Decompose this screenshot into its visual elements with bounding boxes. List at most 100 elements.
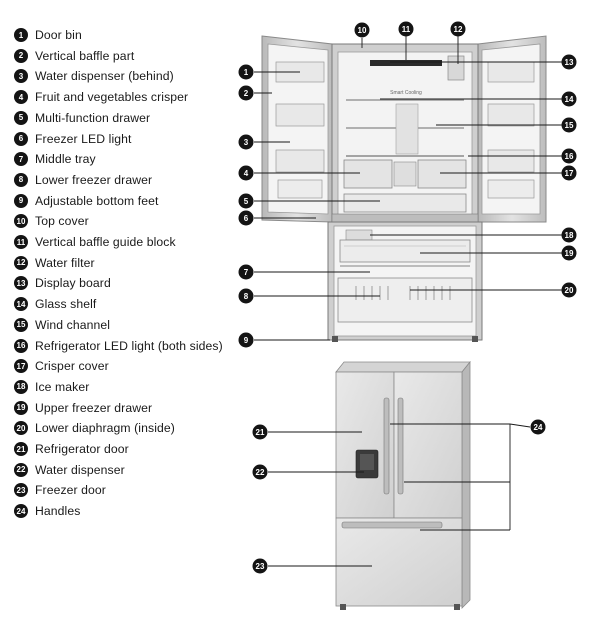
legend-number-badge: 6 xyxy=(14,131,28,146)
legend-label: Freezer door xyxy=(35,483,106,498)
svg-text:18: 18 xyxy=(565,231,574,240)
legend-item-9: 9 Adjustable bottom feet xyxy=(14,191,158,211)
callout-23: 23 xyxy=(252,558,268,574)
svg-text:22: 22 xyxy=(256,468,265,477)
legend-number-badge: 22 xyxy=(14,462,28,477)
legend-item-17: 17 Crisper cover xyxy=(14,356,109,376)
legend-number-badge: 11 xyxy=(14,235,28,249)
callout-7: 7 xyxy=(238,264,254,280)
svg-text:1: 1 xyxy=(244,68,249,77)
legend-label: Refrigerator door xyxy=(35,442,129,456)
svg-text:19: 19 xyxy=(565,249,574,258)
legend-item-15: 15 Wind channel xyxy=(14,315,110,335)
legend-label: Glass shelf xyxy=(35,297,97,312)
legend-number-badge: 1 xyxy=(14,28,28,42)
callout-10: 10 xyxy=(354,22,370,38)
legend-number-badge: 14 xyxy=(14,297,28,312)
svg-text:11: 11 xyxy=(402,25,411,34)
callout-14: 14 xyxy=(561,91,577,107)
legend-number-badge: 2 xyxy=(14,48,28,63)
legend-number-badge: 17 xyxy=(14,359,28,374)
legend-label: Water dispenser (behind) xyxy=(35,69,174,84)
legend-label: Vertical baffle part xyxy=(35,48,135,63)
legend-label: Upper freezer drawer xyxy=(35,400,153,415)
legend-label: Adjustable bottom feet xyxy=(35,193,159,208)
legend-number-badge: 8 xyxy=(14,172,28,187)
svg-text:17: 17 xyxy=(565,169,574,178)
open-fridge-illustration: Smart Cooling xyxy=(261,35,547,342)
callout-18: 18 xyxy=(561,227,577,243)
legend-label: Vertical baffle guide block xyxy=(35,235,176,249)
legend-number-badge: 9 xyxy=(14,193,28,208)
legend-label: Water filter xyxy=(35,255,95,270)
callout-22: 22 xyxy=(252,464,268,480)
legend-item-10: 10 Top cover xyxy=(14,211,89,231)
svg-text:21: 21 xyxy=(256,428,265,437)
legend-label: Handles xyxy=(35,504,81,519)
leader-lines xyxy=(254,36,562,567)
svg-text:14: 14 xyxy=(565,95,574,104)
legend-label: Top cover xyxy=(35,214,89,229)
legend-number-badge: 10 xyxy=(14,214,28,229)
legend-number-badge: 5 xyxy=(14,110,28,125)
callout-11: 11 xyxy=(398,21,414,37)
callout-6: 6 xyxy=(238,210,254,226)
callout-12: 12 xyxy=(450,21,466,37)
legend-item-2: 2 Vertical baffle part xyxy=(14,46,134,66)
svg-text:2: 2 xyxy=(244,89,249,98)
svg-text:8: 8 xyxy=(244,292,249,301)
callout-17: 17 xyxy=(561,165,577,181)
legend-number-badge: 24 xyxy=(14,504,28,519)
svg-text:24: 24 xyxy=(534,423,543,432)
svg-text:10: 10 xyxy=(358,26,367,35)
callout-2: 2 xyxy=(238,85,254,101)
callout-21: 21 xyxy=(252,424,268,440)
svg-text:20: 20 xyxy=(565,286,574,295)
closed-fridge-illustration xyxy=(335,360,471,610)
freezer-compartment xyxy=(327,221,483,342)
callout-1: 1 xyxy=(238,64,254,80)
legend-item-5: 5 Multi-function drawer xyxy=(14,108,150,128)
callout-5: 5 xyxy=(238,193,254,209)
svg-text:12: 12 xyxy=(454,25,463,34)
legend-item-11: 11 Vertical baffle guide block xyxy=(14,232,176,252)
legend-number-badge: 4 xyxy=(14,90,28,105)
legend-number-badge: 19 xyxy=(14,400,28,415)
svg-text:4: 4 xyxy=(244,169,249,178)
callout-20: 20 xyxy=(561,282,577,298)
legend-label: Multi-function drawer xyxy=(35,110,151,125)
right-open-door xyxy=(477,35,547,223)
left-open-door xyxy=(261,35,333,223)
callout-15: 15 xyxy=(561,117,577,133)
svg-text:13: 13 xyxy=(565,58,574,67)
callout-24: 24 xyxy=(530,419,546,435)
legend-label: Crisper cover xyxy=(35,359,109,374)
svg-text:7: 7 xyxy=(244,268,249,277)
legend-item-6: 6 Freezer LED light xyxy=(14,129,132,149)
legend-item-8: 8 Lower freezer drawer xyxy=(14,170,152,190)
legend-number-badge: 3 xyxy=(14,69,28,84)
legend-item-24: 24 Handles xyxy=(14,501,80,521)
legend-label: Lower freezer drawer xyxy=(35,172,153,187)
legend-number-badge: 20 xyxy=(14,421,28,436)
legend-label: Wind channel xyxy=(35,317,111,332)
legend-item-3: 3 Water dispenser (behind) xyxy=(14,66,174,86)
svg-text:9: 9 xyxy=(244,336,249,345)
callout-19: 19 xyxy=(561,245,577,261)
callout-8: 8 xyxy=(238,288,254,304)
legend-label: Freezer LED light xyxy=(35,131,132,146)
legend-number-badge: 15 xyxy=(14,317,28,332)
svg-text:23: 23 xyxy=(256,562,265,571)
svg-text:6: 6 xyxy=(244,214,249,223)
callout-13: 13 xyxy=(561,54,577,70)
